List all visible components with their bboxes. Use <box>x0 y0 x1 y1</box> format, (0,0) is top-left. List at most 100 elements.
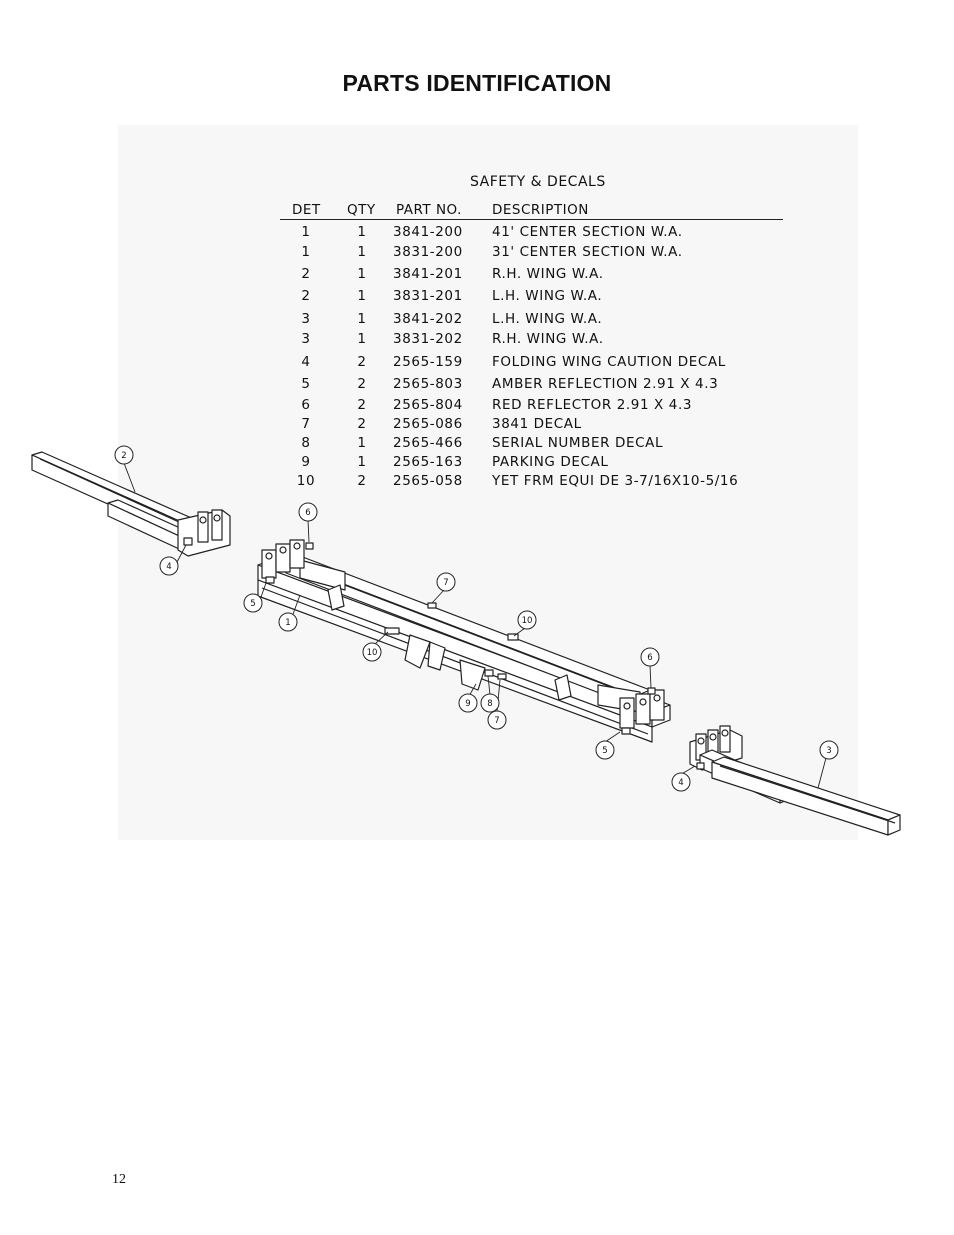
cell-qty: 2 <box>357 376 367 392</box>
cell-qty: 1 <box>357 266 367 282</box>
header-divider <box>280 219 783 220</box>
cell-det: 10 <box>296 473 316 489</box>
cell-qty: 2 <box>357 397 367 413</box>
cell-description: AMBER REFLECTION 2.91 X 4.3 <box>492 376 719 392</box>
page-number: 12 <box>112 1172 126 1187</box>
table-row: 4 2 2565-159 FOLDING WING CAUTION DECAL <box>280 354 785 374</box>
callout-bubble: 6 <box>298 502 318 522</box>
callout-bubble: 6 <box>640 647 660 667</box>
cell-qty: 1 <box>357 454 367 470</box>
cell-description: FOLDING WING CAUTION DECAL <box>492 354 726 370</box>
callout-bubble: 8 <box>480 693 500 713</box>
callout-bubble: 2 <box>114 445 134 465</box>
cell-part-no: 2565-159 <box>393 354 463 370</box>
table-row: 2 1 3831-201 L.H. WING W.A. <box>280 288 785 308</box>
callout-label: 4 <box>166 562 171 572</box>
cell-qty: 1 <box>357 311 367 327</box>
table-heading: SAFETY & DECALS <box>470 174 606 190</box>
cell-qty: 1 <box>357 331 367 347</box>
cell-description: R.H. WING W.A. <box>492 266 604 282</box>
callout-label: 10 <box>367 648 378 658</box>
cell-description: RED REFLECTOR 2.91 X 4.3 <box>492 397 693 413</box>
cell-qty: 1 <box>357 288 367 304</box>
cell-qty: 2 <box>357 416 367 432</box>
table-row: 10 2 2565-058 YET FRM EQUI DE 3-7/16X10-5/1… <box>280 473 785 493</box>
cell-det: 3 <box>301 331 311 347</box>
cell-part-no: 3841-200 <box>393 224 463 240</box>
cell-description: 41' CENTER SECTION W.A. <box>492 224 683 240</box>
callout-bubble: 7 <box>436 572 456 592</box>
callout-bubble: 5 <box>595 740 615 760</box>
cell-part-no: 3841-202 <box>393 311 463 327</box>
table-row: 3 1 3831-202 R.H. WING W.A. <box>280 331 785 351</box>
cell-det: 9 <box>301 454 311 470</box>
cell-det: 1 <box>301 224 311 240</box>
cell-description: YET FRM EQUI DE 3-7/16X10-5/16 <box>492 473 739 489</box>
cell-description: 31' CENTER SECTION W.A. <box>492 244 683 260</box>
cell-qty: 2 <box>357 354 367 370</box>
cell-part-no: 2565-058 <box>393 473 463 489</box>
callout-bubble: 5 <box>243 593 263 613</box>
cell-description: PARKING DECAL <box>492 454 609 470</box>
callout-bubble: 4 <box>159 556 179 576</box>
callout-label: 5 <box>602 746 607 756</box>
cell-det: 2 <box>301 288 311 304</box>
cell-qty: 1 <box>357 435 367 451</box>
cell-det: 4 <box>301 354 311 370</box>
cell-det: 3 <box>301 311 311 327</box>
callout-label: 3 <box>826 746 831 756</box>
callout-label: 6 <box>647 653 652 663</box>
callout-label: 1 <box>285 618 290 628</box>
cell-description: L.H. WING W.A. <box>492 288 603 304</box>
cell-qty: 1 <box>357 244 367 260</box>
cell-det: 5 <box>301 376 311 392</box>
table-row: 5 2 2565-803 AMBER REFLECTION 2.91 X 4.3 <box>280 376 785 396</box>
cell-part-no: 3831-200 <box>393 244 463 260</box>
cell-part-no: 2565-466 <box>393 435 463 451</box>
page-title: PARTS IDENTIFICATION <box>342 70 612 96</box>
right-wing <box>689 725 901 836</box>
cell-qty: 1 <box>357 224 367 240</box>
cell-det: 6 <box>301 397 311 413</box>
table-row: 3 1 3841-202 L.H. WING W.A. <box>280 311 785 331</box>
callout-bubble: 10 <box>362 642 382 662</box>
cell-description: SERIAL NUMBER DECAL <box>492 435 664 451</box>
callout-label: 5 <box>250 599 255 609</box>
table-row: 1 1 3841-200 41' CENTER SECTION W.A. <box>280 224 785 244</box>
cell-part-no: 2565-086 <box>393 416 463 432</box>
cell-det: 7 <box>301 416 311 432</box>
callout-bubble: 10 <box>517 610 537 630</box>
callout-bubble: 7 <box>487 710 507 730</box>
column-header-part-no: PART NO. <box>396 202 462 218</box>
callout-label: 2 <box>121 451 126 461</box>
cell-part-no: 2565-803 <box>393 376 463 392</box>
callout-label: 4 <box>678 778 683 788</box>
table-row: 7 2 2565-086 3841 DECAL <box>280 416 785 436</box>
cell-description: 3841 DECAL <box>492 416 582 432</box>
cell-description: L.H. WING W.A. <box>492 311 603 327</box>
cell-part-no: 3831-201 <box>393 288 463 304</box>
cell-description: R.H. WING W.A. <box>492 331 604 347</box>
callout-bubble: 4 <box>671 772 691 792</box>
cell-det: 8 <box>301 435 311 451</box>
center-section <box>257 539 671 743</box>
callout-label: 6 <box>305 508 310 518</box>
cell-part-no: 2565-804 <box>393 397 463 413</box>
cell-part-no: 3841-201 <box>393 266 463 282</box>
callout-label: 7 <box>443 578 448 588</box>
left-wing <box>31 451 231 557</box>
callout-label: 10 <box>522 616 533 626</box>
table-row: 8 1 2565-466 SERIAL NUMBER DECAL <box>280 435 785 455</box>
cell-part-no: 3831-202 <box>393 331 463 347</box>
table-row: 9 1 2565-163 PARKING DECAL <box>280 454 785 474</box>
callout-bubble: 3 <box>819 740 839 760</box>
cell-qty: 2 <box>357 473 367 489</box>
callout-bubble: 9 <box>458 693 478 713</box>
callout-label: 7 <box>494 716 499 726</box>
table-row: 6 2 2565-804 RED REFLECTOR 2.91 X 4.3 <box>280 397 785 417</box>
cell-part-no: 2565-163 <box>393 454 463 470</box>
column-header-description: DESCRIPTION <box>492 202 589 218</box>
column-header-det: DET <box>292 202 321 218</box>
